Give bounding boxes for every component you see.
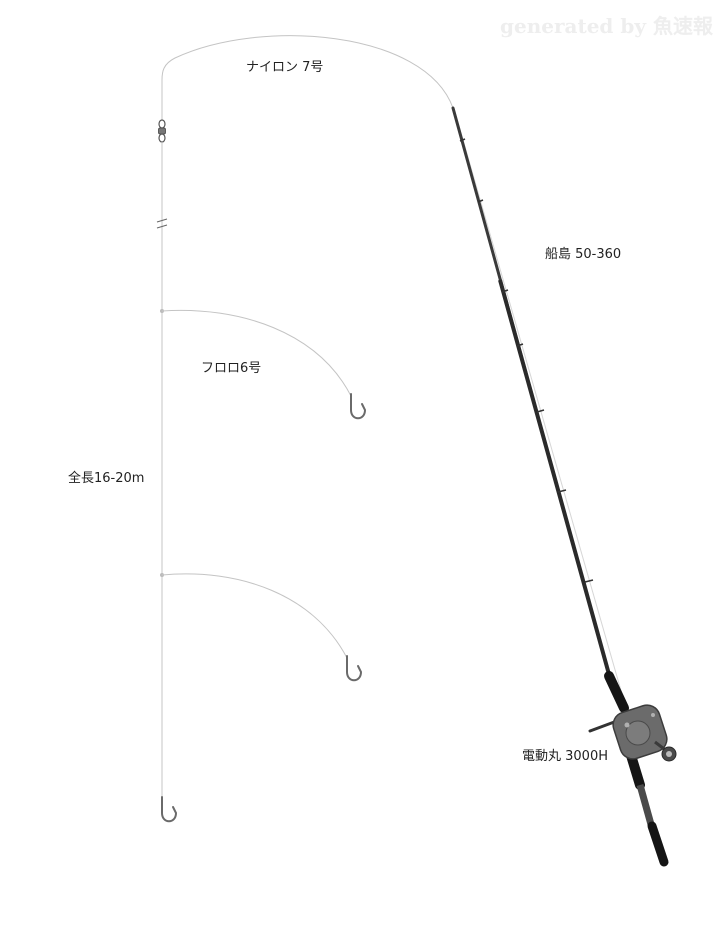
hook-icon [346, 655, 363, 682]
branch-line [161, 573, 348, 659]
rod-line [454, 111, 629, 716]
branch-line-label: フロロ6号 [201, 361, 262, 376]
total-length-label: 全長16-20m [68, 471, 145, 486]
rod-label: 船島 50-360 [545, 247, 622, 262]
mainline-label: ナイロン 7号 [246, 60, 324, 75]
electric-reel-icon [588, 704, 677, 762]
mainline [161, 35, 454, 120]
reel-label: 電動丸 3000H [522, 749, 608, 764]
length-break-icon [156, 218, 168, 229]
watermark: generated by 魚速報 [500, 14, 713, 38]
rod-guide-icon [459, 138, 594, 583]
swivel-icon [158, 119, 166, 143]
fishing-rod [451, 106, 669, 867]
branch-line [161, 309, 352, 397]
hook-icon [350, 393, 367, 420]
hook-icon [161, 796, 178, 823]
